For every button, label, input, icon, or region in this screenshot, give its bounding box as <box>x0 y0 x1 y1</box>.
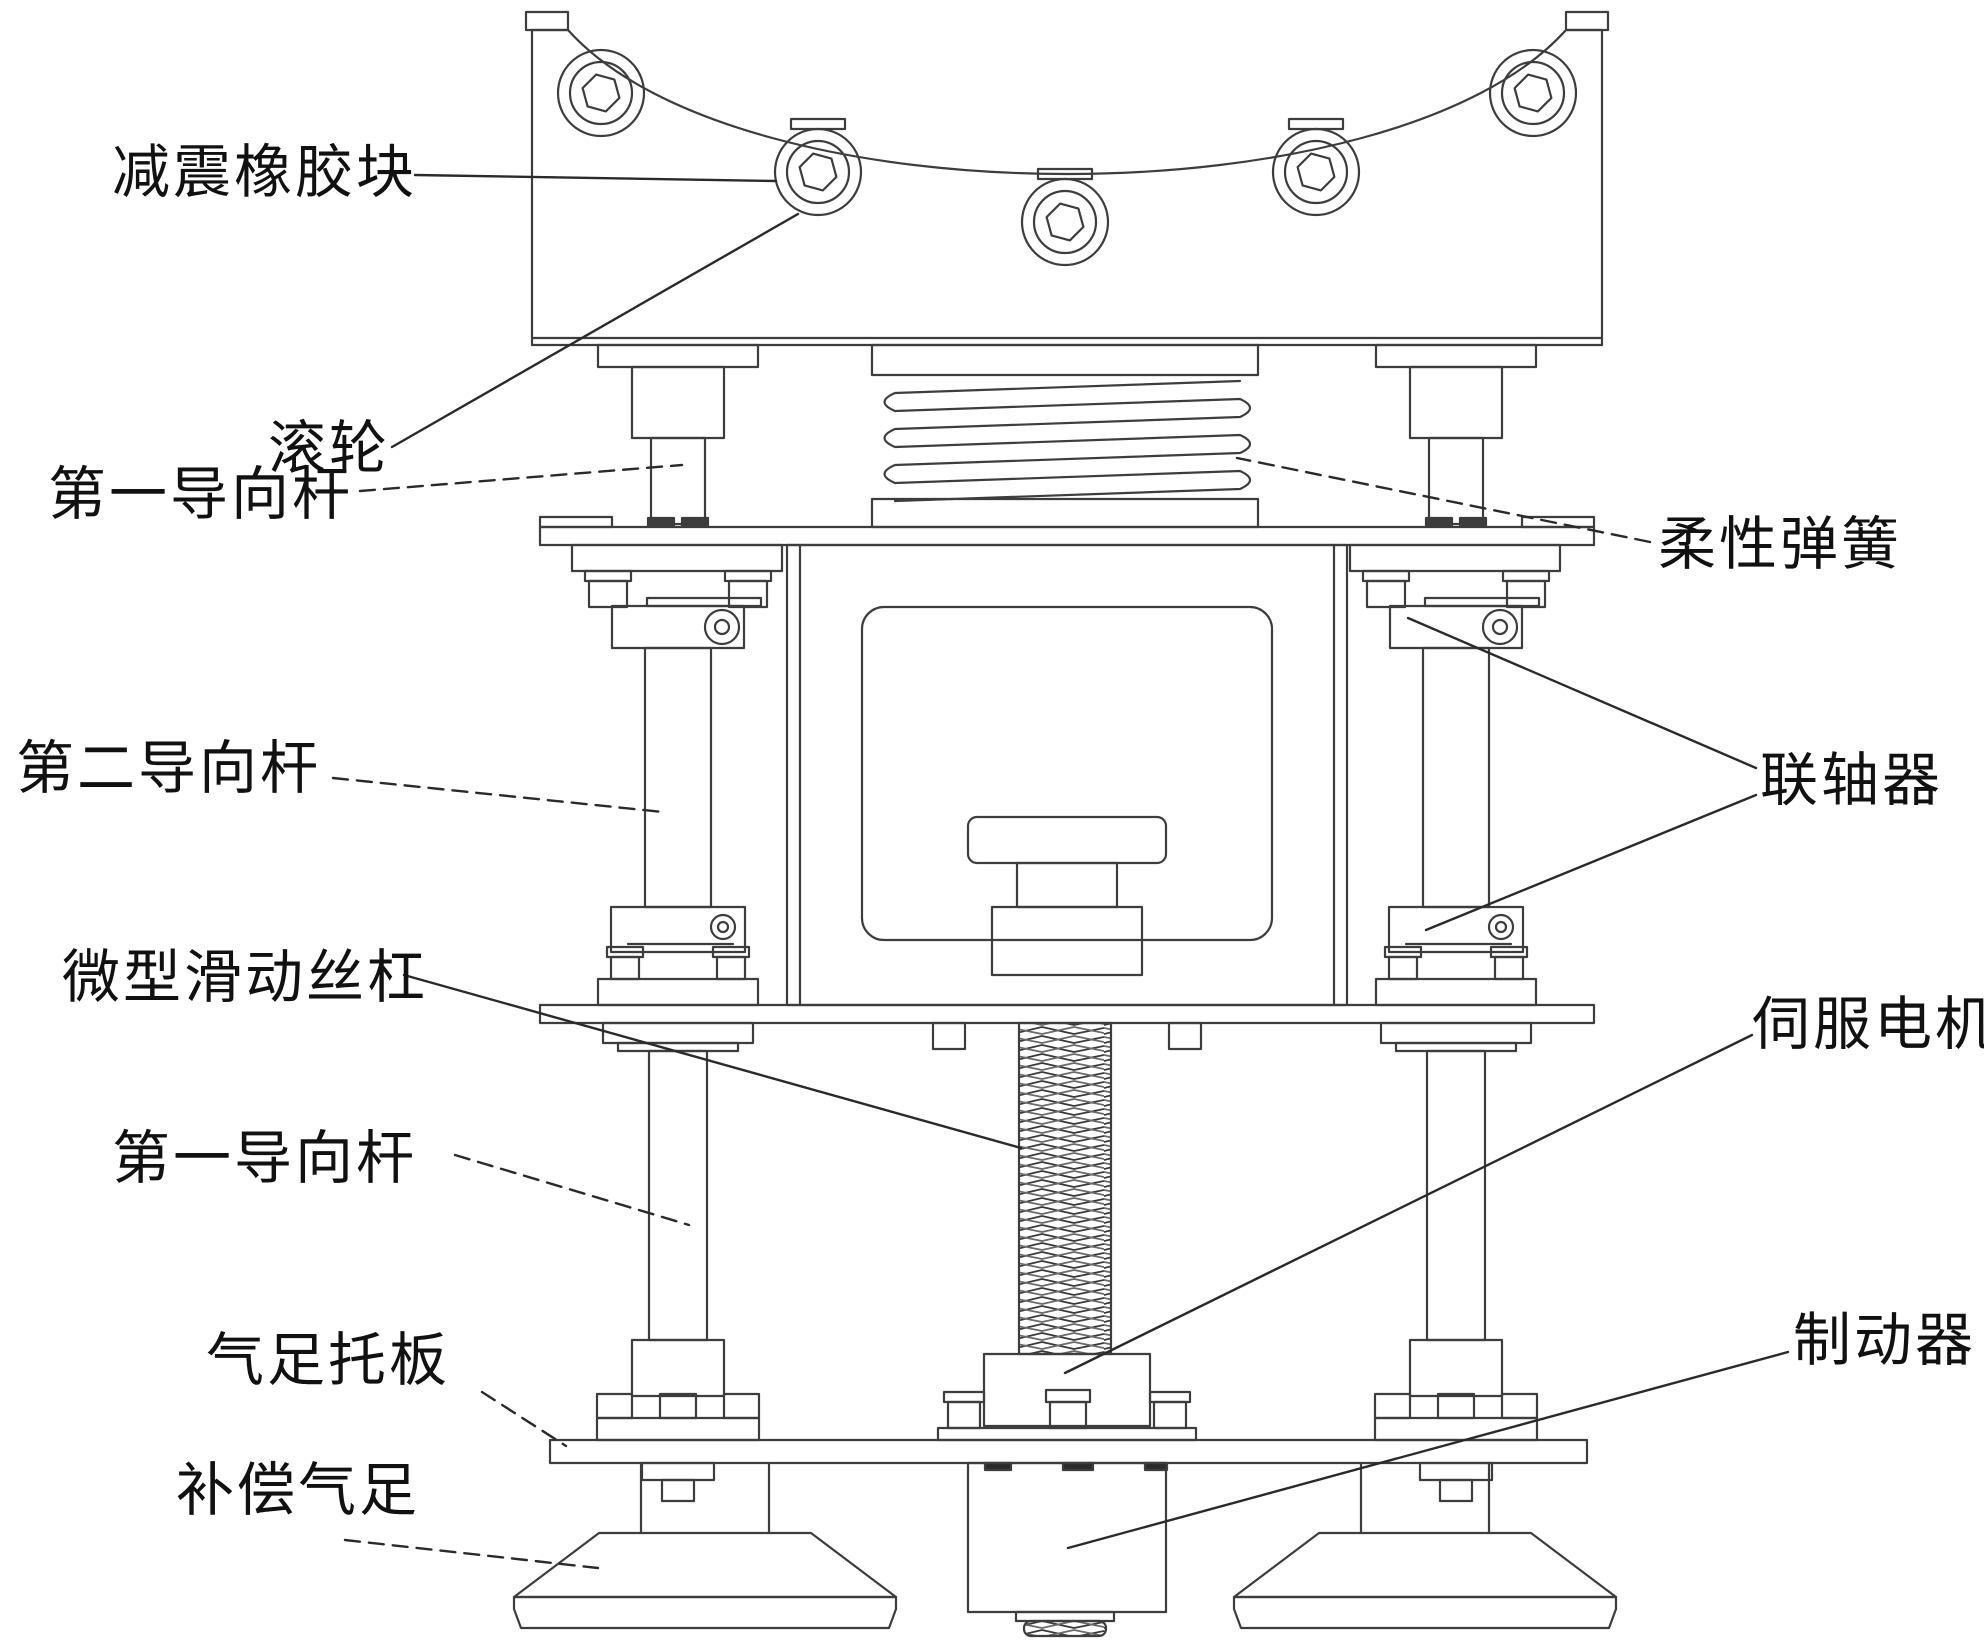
leader-first-guide-rod-top <box>358 463 684 493</box>
leader-first-guide-rod-bottom <box>453 1153 691 1227</box>
label-brake: 制动器 <box>1793 1308 1977 1373</box>
label-roller: 滚轮 <box>268 416 391 481</box>
leader-servo-motor <box>1063 1033 1754 1375</box>
leader-coupling-upper <box>1406 616 1758 770</box>
label-compensating-air-foot: 补偿气足 <box>176 1458 421 1523</box>
leader-second-guide-rod <box>331 776 665 814</box>
leader-compensating-air-foot <box>343 1538 600 1570</box>
label-servo-motor: 伺服电机 <box>1752 992 1984 1057</box>
label-second-guide-rod: 第二导向杆 <box>16 736 322 801</box>
label-flexible-spring: 柔性弹簧 <box>1658 512 1903 577</box>
air-foot-left <box>512 1461 898 1630</box>
leader-lines <box>331 173 1790 1570</box>
adjust-knob <box>966 815 1168 977</box>
label-first-guide-rod-top: 第一导向杆 <box>48 462 354 527</box>
leader-flexible-spring <box>1235 456 1652 544</box>
label-first-guide-rod-bottom: 第一导向杆 <box>112 1126 418 1191</box>
leader-air-foot-support-plate <box>480 1390 568 1448</box>
leader-shock-rubber-block <box>413 173 778 183</box>
label-shock-rubber-block: 减震橡胶块 <box>112 140 418 205</box>
leader-coupling-lower <box>1424 793 1758 932</box>
curve-bolts <box>556 48 1578 267</box>
label-coupling: 联轴器 <box>1760 748 1944 813</box>
air-foot-support-plate <box>548 1438 1589 1465</box>
inner-panel <box>860 605 1274 942</box>
label-lead-screw: 微型滑动丝杠 <box>62 945 429 1010</box>
brake <box>966 1461 1169 1638</box>
central-box <box>785 543 1349 1007</box>
guide-rod-column-left <box>570 343 784 1503</box>
leader-roller <box>390 212 800 449</box>
label-air-foot-support-plate: 气足托板 <box>206 1328 451 1393</box>
servo-motor <box>936 1352 1198 1442</box>
leader-lead-screw <box>402 973 1023 1150</box>
leader-brake <box>1066 1350 1790 1550</box>
lead-screw <box>1017 1021 1113 1356</box>
flexible-spring <box>870 343 1260 529</box>
